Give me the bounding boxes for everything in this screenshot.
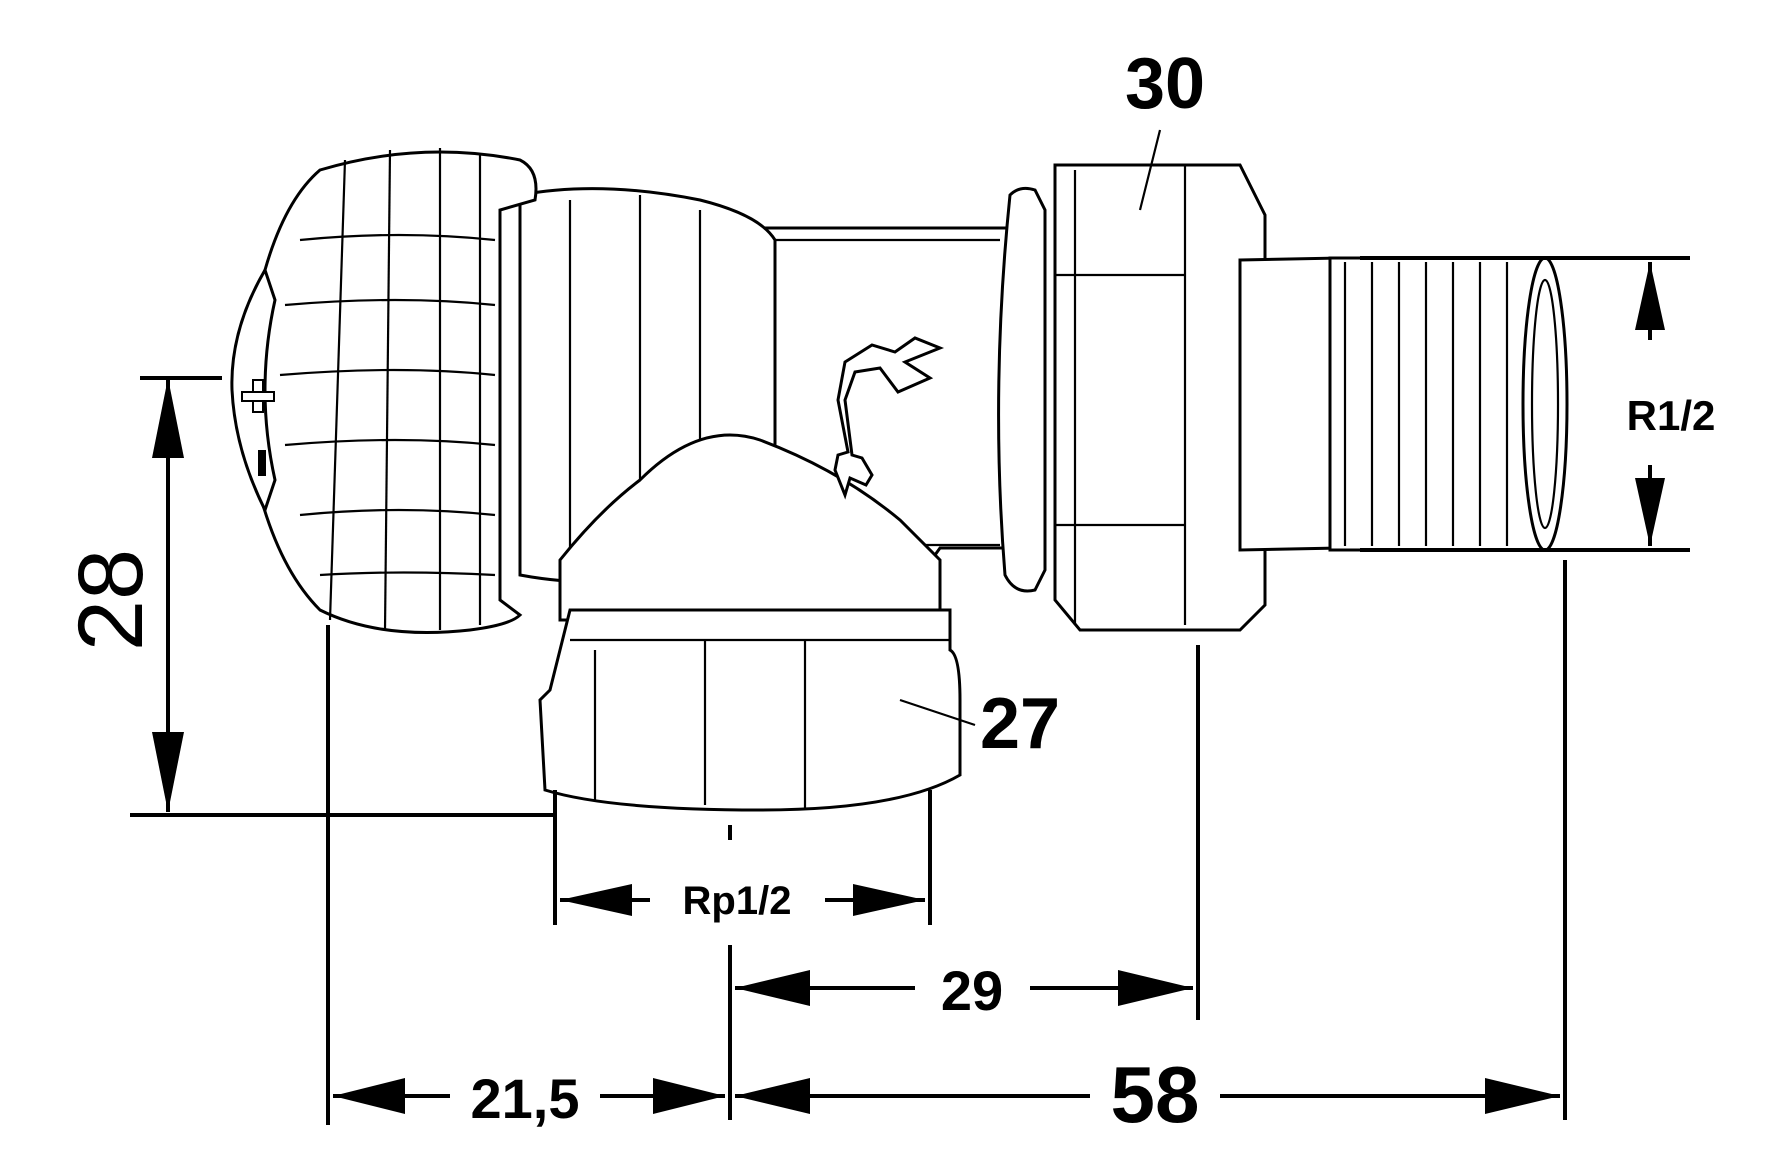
- label-rp1-2: Rp1/2: [683, 879, 792, 923]
- flow-arrow-icon: [833, 336, 945, 500]
- dimension-lines: [130, 256, 1690, 1125]
- outlet-nut: [997, 129, 1267, 632]
- outlet-thread: [1238, 256, 1569, 552]
- label-21-5: 21,5: [471, 1067, 580, 1130]
- label-27: 27: [980, 684, 1060, 764]
- label-28: 28: [60, 549, 162, 651]
- label-30: 30: [1125, 44, 1205, 124]
- plus-minus-icon: [241, 379, 275, 476]
- label-r1-2: R1/2: [1627, 392, 1716, 439]
- label-29: 29: [941, 959, 1003, 1022]
- label-58: 58: [1111, 1050, 1200, 1139]
- handwheel[interactable]: [230, 148, 538, 634]
